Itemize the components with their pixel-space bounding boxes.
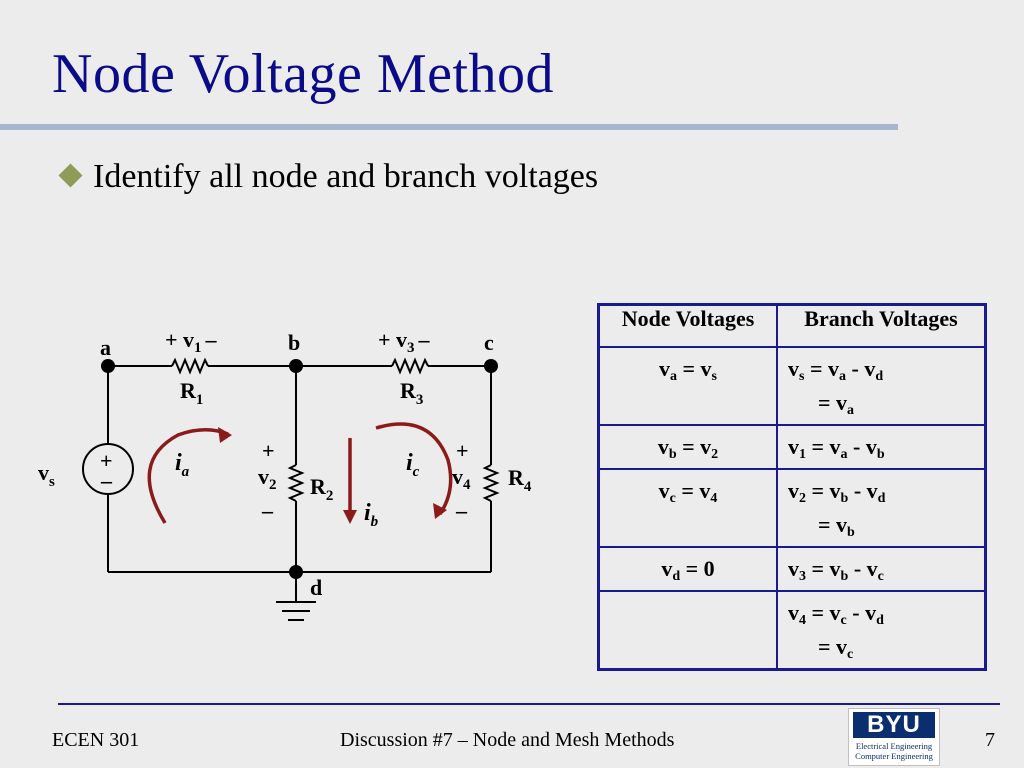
mesh-current-c-arrow-icon (375, 422, 453, 515)
table-row: v4 = vc - vd= vc (597, 590, 987, 671)
r1-label: R1 (180, 378, 203, 408)
header-node-voltages: Node Voltages (597, 303, 778, 348)
table-row: vc = v4 v2 = vb - vd= vb (597, 468, 987, 548)
node-b-label: b (288, 330, 300, 355)
node-cell: vc = v4 (597, 468, 778, 548)
node-d-label: d (310, 575, 322, 600)
node-c-dot (484, 359, 498, 373)
branch-cell: v2 = vb - vd= vb (776, 468, 987, 548)
course-label: ECEN 301 (52, 729, 140, 751)
table-row: va = vs vs = va - vd= va (597, 346, 987, 426)
ic-label: ic (406, 450, 420, 480)
slide-title: Node Voltage Method (52, 43, 555, 105)
v1-label: + v1– (165, 327, 218, 356)
v4-minus: – (455, 498, 468, 523)
v2-minus: – (261, 498, 274, 523)
voltage-source-icon (82, 443, 134, 495)
r2-label: R2 (310, 474, 333, 504)
node-d-dot (289, 565, 303, 579)
mesh-current-a-arrow-icon (147, 428, 229, 524)
node-cell: vd = 0 (597, 546, 778, 592)
v3-label: + v3– (378, 327, 431, 356)
node-a-label: a (100, 335, 111, 360)
node-b-dot (289, 359, 303, 373)
branch-cell: vs = va - vd= va (776, 346, 987, 426)
node-cell: vb = v2 (597, 424, 778, 470)
node-cell: va = vs (597, 346, 778, 426)
ia-label: ia (175, 450, 190, 480)
footer-divider (58, 703, 1000, 705)
voltage-table: Node Voltages Branch Voltages va = vs vs… (597, 303, 987, 671)
branch-cell: v3 = vb - vc (776, 546, 987, 592)
node-c-label: c (484, 330, 494, 355)
branch-cell: v1 = va - vb (776, 424, 987, 470)
circuit-diagram: a b c d + v1– + v3– R1 R3 R2 R4 + – vs +… (38, 327, 532, 621)
title-divider (0, 124, 898, 130)
branch-cell: v4 = vc - vd= vc (776, 590, 987, 671)
table-row: vb = v2 v1 = va - vb (597, 424, 987, 470)
page-number: 7 (985, 729, 995, 751)
table-row: vd = 0 v3 = vb - vc (597, 546, 987, 592)
source-minus: – (100, 468, 113, 493)
bullet-item: Identify all node and branch voltages (58, 160, 598, 194)
v4-label: v4 (452, 464, 471, 493)
header-branch-voltages: Branch Voltages (776, 303, 987, 348)
ib-label: ib (364, 500, 379, 530)
r3-label: R3 (400, 378, 423, 408)
source-plus: + (100, 448, 113, 473)
r4-label: R4 (508, 465, 532, 495)
node-a-dot (101, 359, 115, 373)
v2-plus: + (262, 438, 275, 463)
footer-title: Discussion #7 – Node and Mesh Methods (340, 729, 675, 751)
node-cell (597, 590, 778, 671)
v4-plus: + (456, 438, 469, 463)
byu-logo-mark: BYU (853, 712, 935, 738)
source-label: vs (38, 460, 55, 490)
v2-label: v2 (258, 464, 277, 493)
bullet-text: Identify all node and branch voltages (93, 158, 599, 195)
